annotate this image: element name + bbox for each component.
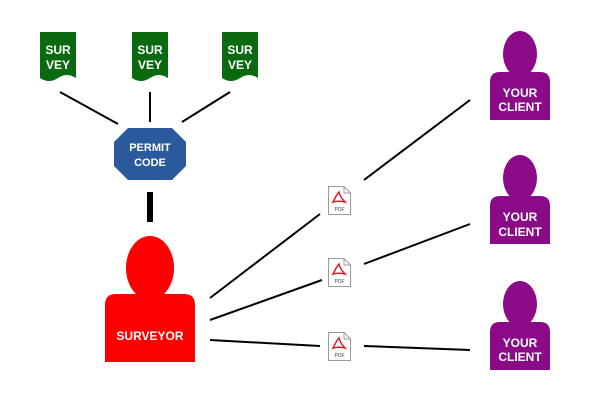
connector-surveyor-pdf2	[209, 279, 323, 321]
pdf-file-icon	[328, 258, 351, 287]
pdf-node-1: PDF	[328, 186, 351, 215]
client-label-line1: YOUR	[503, 86, 538, 100]
survey-node-1: SUR VEY	[40, 32, 76, 81]
connector-pdf2-client2	[363, 223, 471, 265]
person-icon	[490, 281, 550, 370]
octagon-badge	[114, 128, 186, 180]
survey-node-2: SUR VEY	[132, 32, 168, 81]
pdf-label: PDF	[335, 207, 345, 213]
connectors	[59, 91, 471, 351]
connector-pdf3-client3	[363, 345, 471, 351]
pdf-node-3: PDF	[328, 332, 351, 361]
person-icon	[105, 236, 195, 362]
person-icon	[490, 155, 550, 244]
survey-label-line1: SUR	[137, 43, 163, 57]
client-node-1: YOUR CLIENT	[490, 31, 550, 120]
surveyor-label: SURVEYOR	[116, 329, 183, 343]
permit-label-line2: CODE	[134, 157, 166, 169]
client-label-line1: YOUR	[503, 210, 538, 224]
connector-survey3-permit	[181, 91, 231, 123]
survey-label-line1: SUR	[45, 43, 71, 57]
survey-node-3: SUR VEY	[222, 32, 258, 81]
connector-survey1-permit	[59, 91, 119, 125]
document-icon	[222, 32, 258, 81]
client-label-line2: CLIENT	[498, 100, 542, 114]
pdf-file-icon	[328, 186, 351, 215]
client-node-3: YOUR CLIENT	[490, 281, 550, 370]
pdf-file-icon	[328, 332, 351, 361]
survey-label-line2: VEY	[46, 58, 70, 72]
pdf-label: PDF	[335, 353, 345, 359]
connector-pdf1-client1	[363, 99, 471, 181]
document-icon	[132, 32, 168, 81]
connector-surveyor-pdf3	[209, 339, 321, 347]
person-icon	[490, 31, 550, 120]
pdf-label: PDF	[335, 279, 345, 285]
permit-code-node: PERMIT CODE	[114, 128, 186, 180]
survey-label-line1: SUR	[227, 43, 253, 57]
surveyor-node: SURVEYOR	[105, 236, 195, 362]
client-label-line2: CLIENT	[498, 350, 542, 364]
survey-label-line2: VEY	[138, 58, 162, 72]
survey-label-line2: VEY	[228, 58, 252, 72]
connector-surveyor-pdf1	[209, 213, 321, 299]
client-node-2: YOUR CLIENT	[490, 155, 550, 244]
client-label-line1: YOUR	[503, 336, 538, 350]
document-icon	[40, 32, 76, 81]
pdf-node-2: PDF	[328, 258, 351, 287]
client-label-line2: CLIENT	[498, 225, 542, 239]
permit-label-line1: PERMIT	[129, 142, 171, 154]
